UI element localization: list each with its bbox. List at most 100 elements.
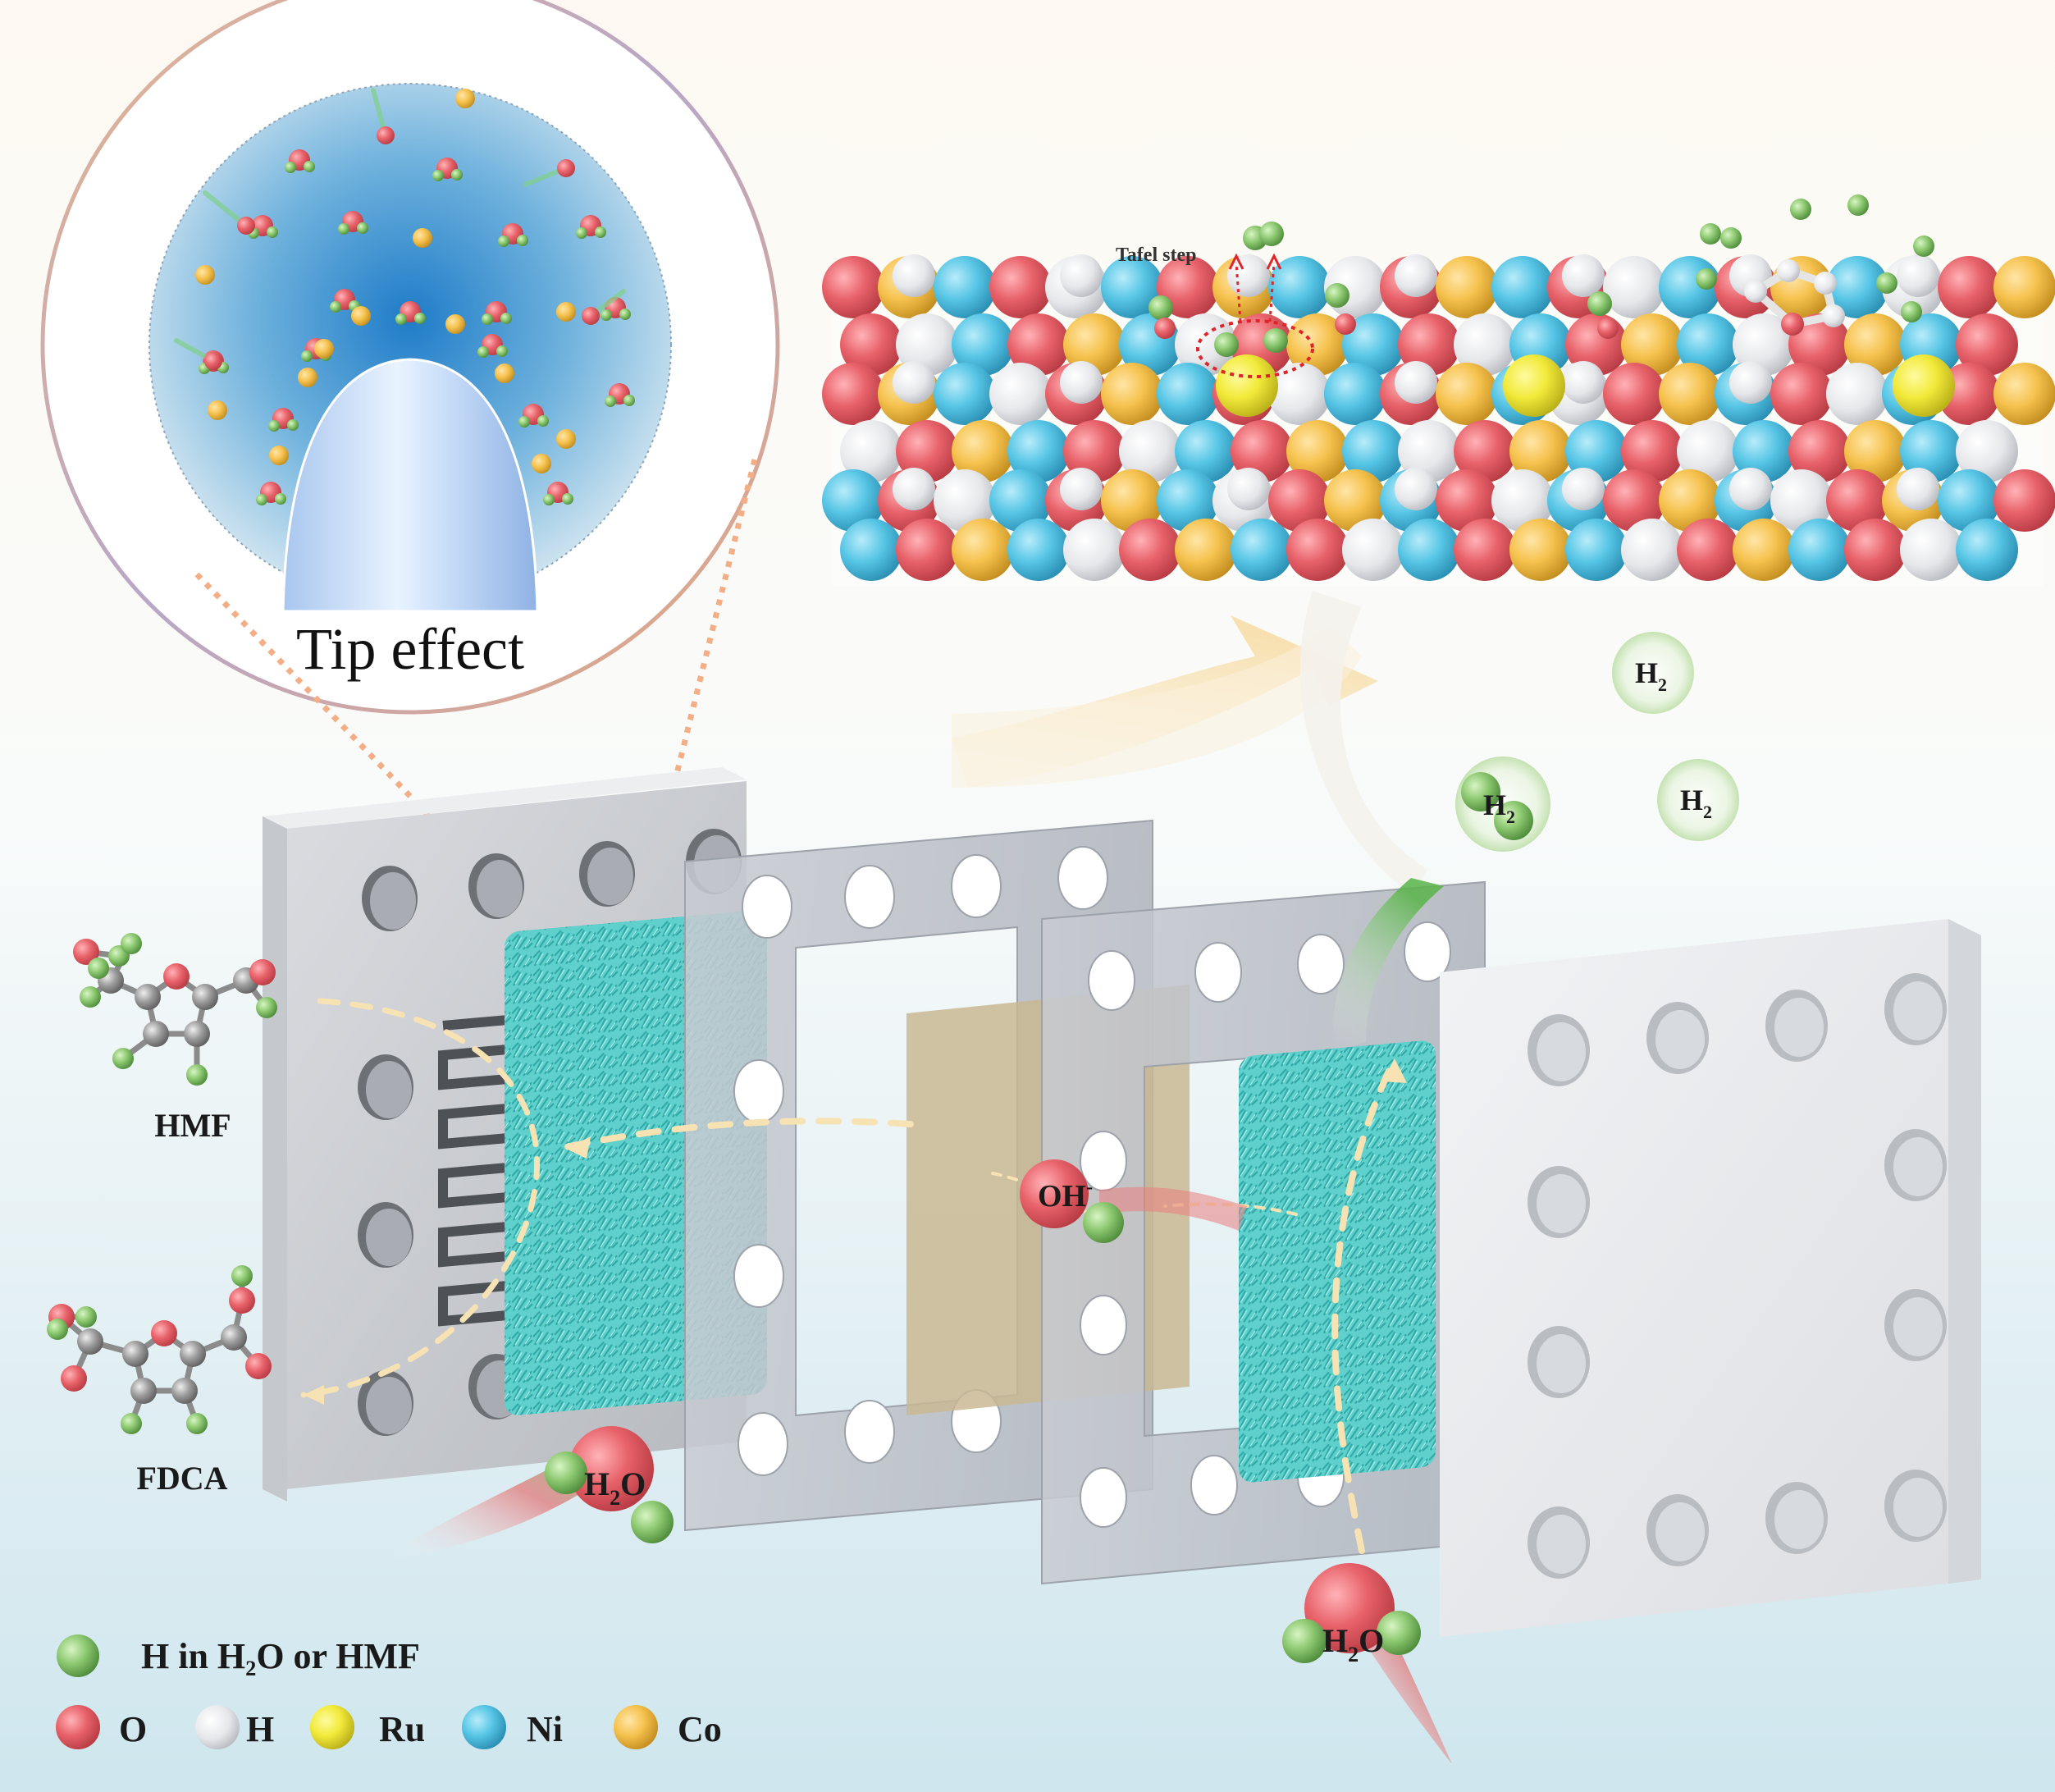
adsorbed-o <box>1154 318 1176 339</box>
gasket-hole <box>1298 935 1344 994</box>
atom-h <box>47 1319 68 1340</box>
slab-atom-ni <box>1398 519 1460 581</box>
inset-water-h <box>576 227 587 239</box>
inset-water-h <box>287 419 299 431</box>
atom-h <box>75 1306 97 1328</box>
atom-h <box>88 958 109 979</box>
hydroxide-charge: - <box>1086 1177 1093 1198</box>
adsorbed-hmf-atom <box>1781 313 1804 336</box>
slab-atom-o <box>1770 363 1833 425</box>
legend-swatch-co <box>614 1705 658 1749</box>
slab-atom-o <box>1844 519 1907 581</box>
bolt-head-face <box>1893 1478 1943 1537</box>
adsorbed-h <box>1149 295 1173 320</box>
slab-atom-ni <box>1157 363 1219 425</box>
legend-h-source-label: H in H₂O or HMF <box>141 1636 420 1676</box>
atom-h <box>121 1413 142 1434</box>
adsorbed-h <box>1259 222 1284 246</box>
atom-c <box>192 984 218 1010</box>
slab-atom-ni <box>1565 519 1628 581</box>
inset-co-ion <box>532 454 551 473</box>
adsorbed-h <box>1263 328 1288 353</box>
legend-label-h: H <box>246 1709 274 1749</box>
slab-atom-h <box>1729 361 1772 404</box>
slab-atom-ni <box>1231 519 1293 581</box>
bolt-head-face <box>1537 1022 1586 1081</box>
bolt-head-face <box>1655 1010 1705 1069</box>
bolt-head-face <box>1655 1502 1705 1561</box>
slab-atom-ru <box>1503 354 1565 417</box>
tip-effect-inset: Tip effect <box>43 0 778 712</box>
inset-water-h <box>285 162 296 173</box>
inset-water-h <box>619 309 631 320</box>
slab-atom-o <box>822 363 884 425</box>
slab-atom-ni <box>1956 519 2018 581</box>
slab-atom-o <box>1677 519 1739 581</box>
slab-atom-h <box>989 363 1052 425</box>
inset-co-ion <box>455 89 475 108</box>
slab-atom-h <box>893 254 935 297</box>
hydroxide-label: OH <box>1038 1179 1086 1214</box>
atom-h <box>121 933 142 954</box>
svg-text:OH-: OH- <box>1038 1177 1093 1214</box>
atom-o <box>151 1320 177 1346</box>
slab-atom-h <box>1060 468 1103 510</box>
inset-water-h <box>304 161 315 172</box>
bolt-head-face <box>1774 1490 1824 1549</box>
slab-atom-h <box>1395 254 1437 297</box>
water-label-o: O <box>1359 1622 1384 1659</box>
atom-o <box>245 1353 272 1379</box>
h2-label-sub: 2 <box>1658 674 1667 695</box>
slab-atom-o <box>1286 519 1349 581</box>
slab-atom-h <box>1621 519 1683 581</box>
atom-c <box>143 1021 169 1047</box>
atom-c <box>135 984 161 1010</box>
inset-water-h <box>256 494 267 505</box>
bolt-head-face <box>1537 1334 1586 1393</box>
atom-o <box>249 959 276 985</box>
inset-water-o <box>377 126 395 144</box>
bolt-head-face <box>1537 1174 1586 1233</box>
inset-water-h <box>498 235 509 247</box>
h2-label: H <box>1680 784 1703 816</box>
slab-atom-o <box>1603 363 1665 425</box>
inset-co-ion <box>351 306 371 326</box>
fdca-label: FDCA <box>136 1460 227 1497</box>
legend-h-source-swatch <box>57 1634 99 1677</box>
inset-water-h <box>338 223 349 235</box>
adsorbed-hmf-h <box>1913 235 1934 257</box>
slab-atom-h <box>1268 363 1331 425</box>
gasket-hole <box>1058 847 1107 909</box>
atom-c <box>122 1341 148 1367</box>
inset-water-h <box>623 395 635 406</box>
bolt-head-face <box>1537 1515 1586 1574</box>
adsorbed-hmf-h <box>1700 223 1721 245</box>
bolt-hole-inner <box>477 860 523 917</box>
inset-co-ion <box>445 314 465 334</box>
slab-atom-co <box>1175 519 1237 581</box>
inset-water-h <box>357 222 368 234</box>
bolt-hole-inner <box>366 1061 412 1118</box>
bolt-hole-inner <box>370 872 416 930</box>
bolt-head-face <box>1893 1137 1943 1196</box>
bolt-hole-inner <box>366 1377 412 1434</box>
slab-atom-h <box>893 468 935 510</box>
hydrogen-bubble-3: H2 <box>1455 757 1550 852</box>
legend-label-o: O <box>119 1709 147 1749</box>
h2-label: H <box>1635 656 1658 689</box>
legend-swatch-o <box>56 1705 100 1749</box>
hydrogen-bubble-1: H2 <box>1612 632 1694 714</box>
inset-water-h <box>267 226 278 238</box>
adsorbed-hmf-h <box>1790 199 1811 220</box>
slab-atom-h <box>1342 519 1404 581</box>
legend-label-ru: Ru <box>379 1709 425 1749</box>
adsorbed-hmf-h <box>1720 227 1742 249</box>
adsorbed-hmf-h <box>1876 272 1897 294</box>
inset-water-h <box>275 493 286 505</box>
inset-water-h <box>595 226 606 238</box>
legend-label-co: Co <box>678 1709 722 1749</box>
h2-label-sub: 2 <box>1506 807 1515 827</box>
slab-atom-h <box>1063 519 1126 581</box>
water-label-h: H <box>1322 1622 1348 1659</box>
inset-co-ion <box>495 363 514 383</box>
